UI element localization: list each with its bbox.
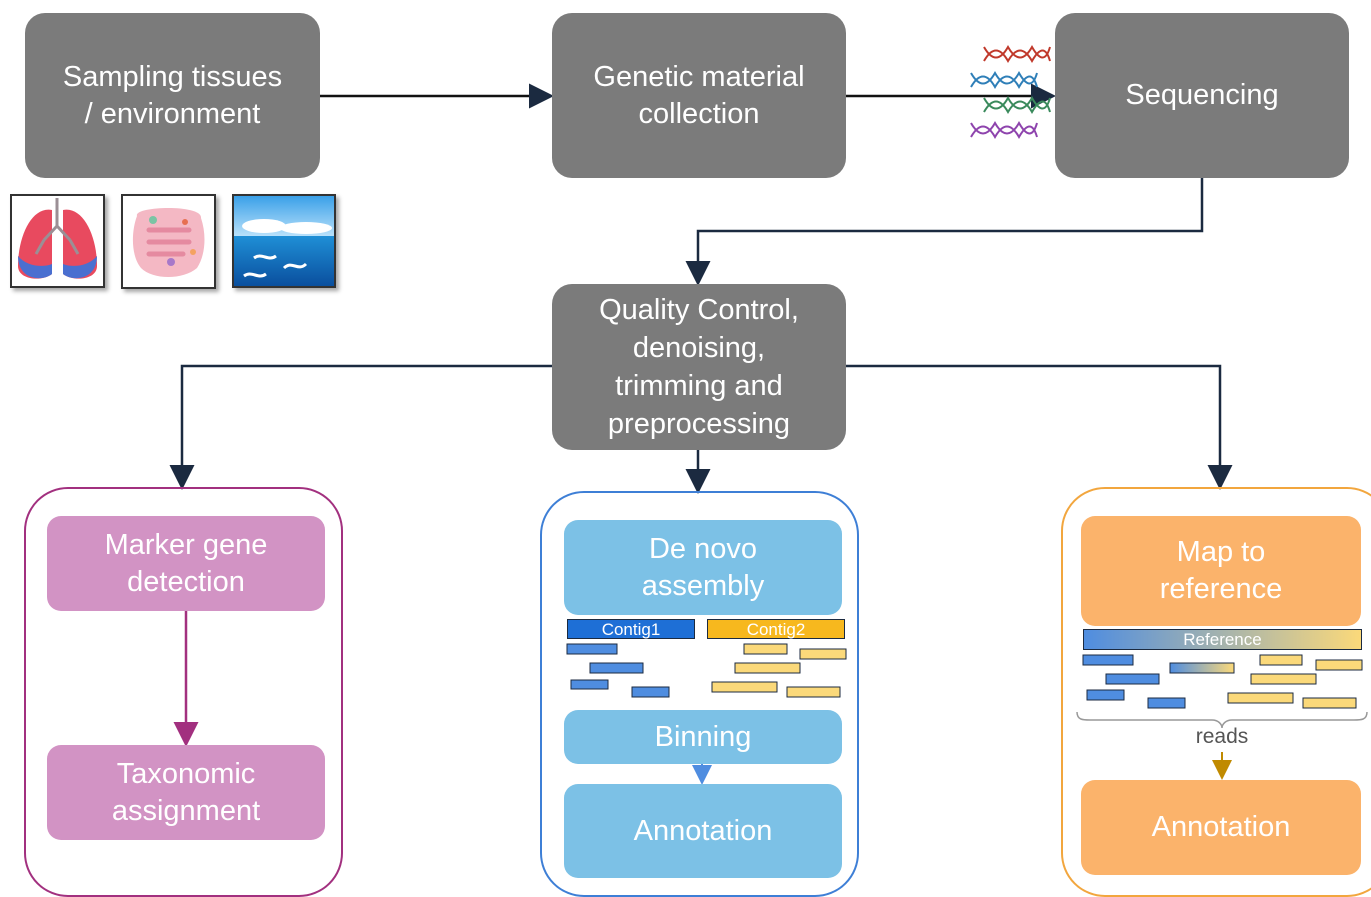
sequencing-box: Sequencing xyxy=(1055,13,1349,178)
quality-control-label: Quality Control, denoising, trimming and… xyxy=(599,294,799,440)
marker-gene-label: Marker gene detection xyxy=(104,528,268,598)
taxonomic-label: Taxonomic assignment xyxy=(111,757,261,827)
denovo-annotation-label: Annotation xyxy=(633,814,773,847)
quality-control-box: Quality Control, denoising, trimming and… xyxy=(552,284,846,450)
arrow-sequencing-to-qc xyxy=(685,178,1204,286)
denovo-assembly-label: De novo assembly xyxy=(641,532,765,602)
denovo-assembly-box: De novo assembly xyxy=(564,520,842,615)
reference-bar-label: Reference xyxy=(1183,630,1262,649)
sequencing-label: Sequencing xyxy=(1125,79,1279,111)
arrow-qc-to-reference xyxy=(846,364,1233,490)
denovo-annotation-box: Annotation xyxy=(564,784,842,878)
lungs-image xyxy=(10,194,105,288)
reference-annotation-box: Annotation xyxy=(1081,780,1361,875)
contig2-bar: Contig2 xyxy=(707,619,845,639)
contig1-label: Contig1 xyxy=(601,620,661,639)
intestine-image xyxy=(121,194,216,289)
map-to-reference-label: Map to reference xyxy=(1159,536,1283,605)
ocean-image xyxy=(232,194,336,288)
binning-box: Binning xyxy=(564,710,842,764)
reference-bar: Reference xyxy=(1083,629,1362,650)
reference-annotation-label: Annotation xyxy=(1151,811,1291,843)
map-to-reference-box: Map to reference xyxy=(1081,516,1361,626)
arrow-qc-to-amplicon xyxy=(169,364,552,490)
reads-label: reads xyxy=(1195,725,1249,748)
sampling-label: Sampling tissues / environment xyxy=(62,60,283,130)
sampling-box: Sampling tissues / environment xyxy=(25,13,320,178)
taxonomic-box: Taxonomic assignment xyxy=(47,745,325,840)
contig2-label: Contig2 xyxy=(746,620,806,639)
binning-label: Binning xyxy=(654,720,752,753)
contig1-bar: Contig1 xyxy=(567,619,695,639)
marker-gene-box: Marker gene detection xyxy=(47,516,325,611)
genetic-material-label: Genetic material collection xyxy=(593,60,805,130)
genetic-material-box: Genetic material collection xyxy=(552,13,846,178)
